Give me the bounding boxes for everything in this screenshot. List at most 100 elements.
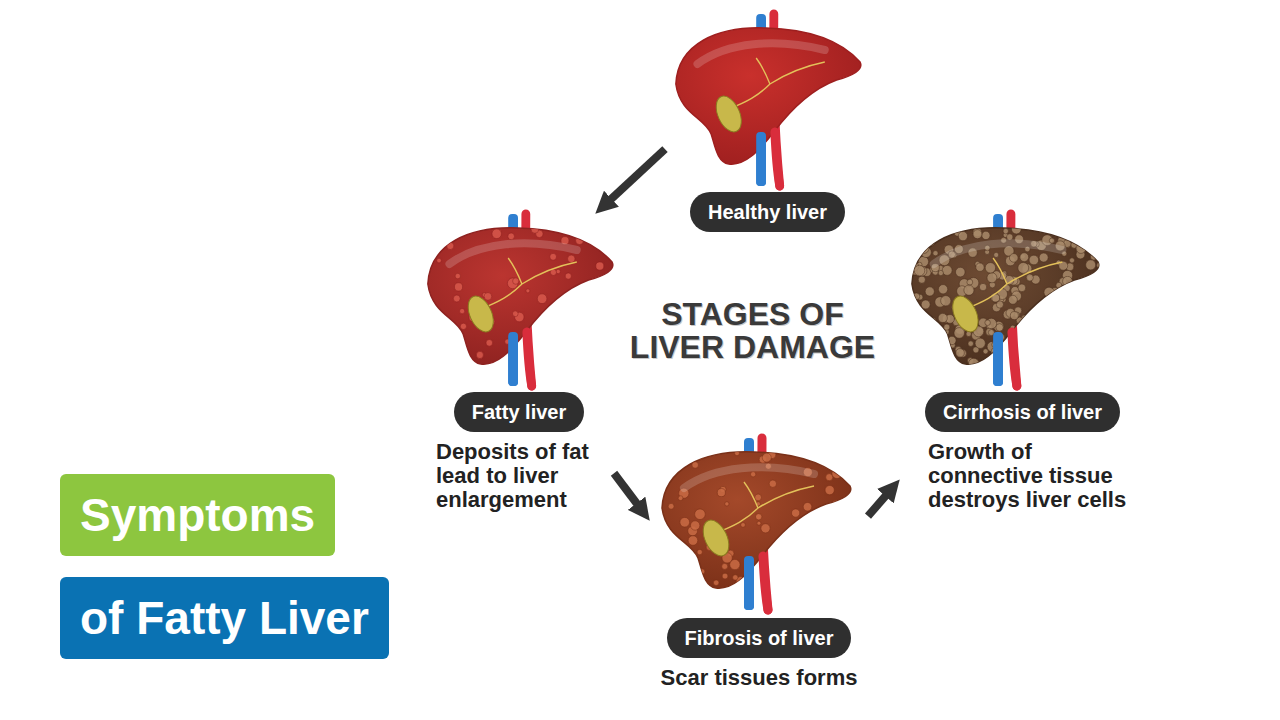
liver-nodule bbox=[1075, 319, 1081, 325]
liver-nodule bbox=[969, 358, 979, 369]
liver-nodule bbox=[1089, 339, 1099, 349]
liver-nodule bbox=[1054, 337, 1061, 344]
liver-nodule bbox=[1089, 286, 1096, 293]
liver-nodule bbox=[680, 517, 690, 527]
liver-nodule bbox=[1072, 327, 1082, 337]
liver-nodule bbox=[975, 338, 985, 348]
liver-nodule bbox=[486, 339, 493, 346]
liver-nodule bbox=[1047, 307, 1055, 315]
liver-nodule bbox=[956, 349, 965, 358]
liver-nodule bbox=[690, 521, 699, 530]
stage-label: Cirrhosis of liver bbox=[900, 392, 1145, 432]
liver-nodule bbox=[1018, 262, 1029, 273]
liver-nodule bbox=[1056, 282, 1062, 288]
vein bbox=[744, 556, 754, 610]
liver-nodule bbox=[941, 296, 951, 306]
liver-nodule bbox=[550, 253, 557, 260]
stage-arrow bbox=[868, 493, 888, 516]
liver-nodule bbox=[697, 549, 702, 554]
liver-nodule bbox=[739, 582, 743, 586]
liver-nodule bbox=[1061, 299, 1066, 304]
liver-nodule bbox=[798, 528, 802, 532]
liver-nodule bbox=[1093, 326, 1098, 331]
liver-nodule bbox=[922, 344, 931, 353]
liver-nodule bbox=[769, 480, 776, 487]
liver-nodule bbox=[833, 560, 842, 569]
liver-nodule bbox=[755, 514, 761, 520]
liver-nodule bbox=[1084, 285, 1091, 292]
liver-nodule bbox=[929, 223, 939, 234]
liver-nodule bbox=[447, 337, 456, 346]
liver-nodule bbox=[1097, 262, 1104, 269]
liver-nodule bbox=[492, 229, 501, 239]
stage-group: Fibrosis of liverScar tissues forms bbox=[650, 438, 868, 690]
liver-nodule bbox=[983, 349, 988, 354]
artery bbox=[763, 556, 768, 610]
liver-nodule bbox=[575, 226, 582, 233]
liver-nodule bbox=[791, 509, 799, 517]
liver-nodule bbox=[676, 566, 687, 577]
liver-nodule bbox=[933, 322, 938, 327]
liver-nodule bbox=[722, 573, 728, 579]
stage-label: Healthy liver bbox=[665, 192, 870, 232]
liver-nodule bbox=[946, 358, 953, 365]
stage-pill: Cirrhosis of liver bbox=[925, 392, 1120, 432]
liver-nodule bbox=[1019, 356, 1025, 362]
liver-nodule bbox=[761, 524, 770, 533]
liver-nodule bbox=[979, 283, 986, 290]
stage-pill: Fibrosis of liver bbox=[667, 618, 852, 658]
liver-nodule bbox=[996, 324, 1003, 332]
liver-nodule bbox=[741, 523, 746, 528]
liver-nodule bbox=[567, 297, 577, 307]
stage-description: Scar tissues forms bbox=[650, 666, 868, 690]
liver-nodule bbox=[917, 312, 924, 319]
liver-illustration bbox=[676, 14, 861, 186]
stage-description: Deposits of fat lead to liver enlargemen… bbox=[436, 440, 611, 512]
bile-duct bbox=[729, 58, 825, 109]
liver-nodule bbox=[454, 283, 462, 291]
gallbladder bbox=[711, 92, 746, 136]
liver-nodule bbox=[825, 485, 834, 494]
liver-nodule bbox=[1007, 234, 1013, 241]
liver-nodule bbox=[994, 252, 999, 257]
liver-nodule bbox=[762, 453, 771, 462]
stage-pill: Fatty liver bbox=[454, 392, 584, 432]
liver-nodule bbox=[1088, 293, 1095, 300]
liver-nodule bbox=[460, 308, 465, 313]
liver-nodule bbox=[665, 584, 673, 592]
liver-nodule bbox=[1087, 279, 1092, 284]
stage-pill: Healthy liver bbox=[690, 192, 845, 232]
liver-nodule bbox=[1039, 253, 1048, 262]
liver-nodule bbox=[933, 251, 938, 256]
liver-nodule bbox=[813, 525, 820, 532]
liver-nodule bbox=[913, 322, 920, 329]
liver-nodule bbox=[437, 258, 442, 263]
liver-nodule bbox=[967, 279, 973, 285]
liver-nodule bbox=[1065, 347, 1072, 355]
liver-nodule bbox=[699, 569, 704, 574]
liver-nodule bbox=[1072, 322, 1082, 332]
liver-nodule bbox=[845, 458, 856, 469]
liver-nodule bbox=[1069, 322, 1075, 328]
liver-nodule bbox=[1067, 322, 1073, 328]
bile-duct bbox=[716, 482, 814, 533]
liver-nodule bbox=[771, 560, 777, 566]
liver-nodule bbox=[1026, 274, 1033, 281]
liver-nodule bbox=[1065, 308, 1074, 317]
liver-body bbox=[912, 228, 1099, 364]
stage-label: Fatty liver bbox=[424, 392, 614, 432]
liver-nodule bbox=[513, 278, 519, 284]
liver-nodule bbox=[1091, 292, 1098, 299]
liver-nodule bbox=[717, 489, 725, 497]
liver-nodule bbox=[453, 295, 460, 302]
liver-nodule bbox=[447, 242, 454, 249]
liver-highlight bbox=[934, 243, 1063, 264]
liver-nodule bbox=[455, 273, 460, 279]
liver-nodule bbox=[526, 289, 530, 293]
liver-nodule bbox=[537, 294, 547, 304]
liver-nodule bbox=[916, 244, 924, 252]
liver-nodule bbox=[987, 273, 997, 283]
liver-nodule bbox=[1069, 258, 1074, 263]
liver-nodule bbox=[910, 358, 919, 367]
